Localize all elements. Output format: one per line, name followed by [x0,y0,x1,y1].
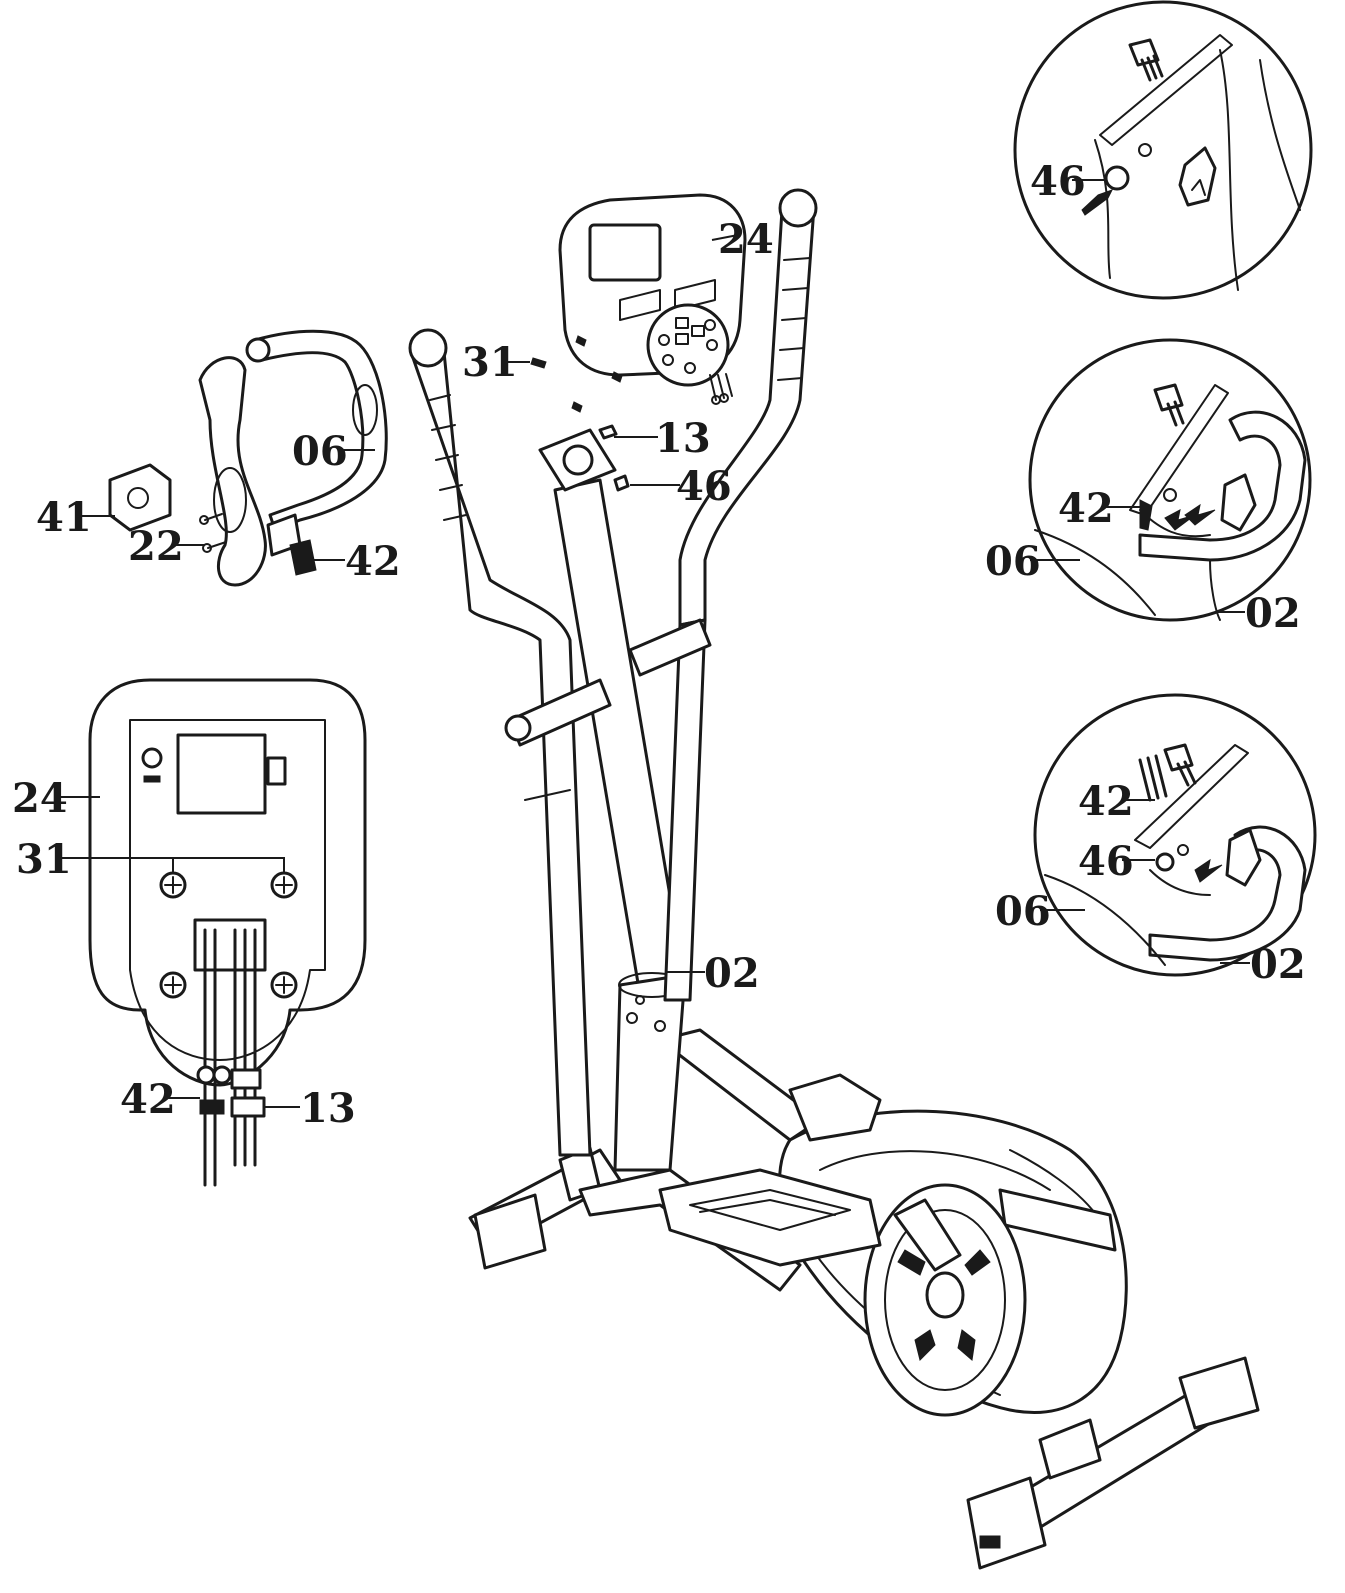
level-adjuster-icon [979,1535,1001,1549]
arrow-icon [1164,509,1196,531]
knob-icon [108,463,172,532]
callout-06: 06 [995,888,1051,935]
arrow-icon [1081,189,1114,216]
callout-46: 46 [1030,158,1086,205]
flywheel-hub [925,1271,965,1319]
callout-06: 06 [985,538,1041,585]
callout-13: 13 [300,1085,356,1132]
leader-lines [55,179,1250,1108]
callout-02: 02 [704,950,760,997]
console-screws [530,335,623,413]
console-back-view [88,678,367,1187]
left-handlebar-arm [408,328,592,1157]
connector-icon [598,424,618,440]
console-display [588,223,662,282]
callout-42: 42 [345,538,401,585]
connector-icon [196,1065,216,1085]
knob-icon [1104,165,1130,191]
callout-24: 24 [12,775,68,822]
callout-42: 42 [120,1076,176,1123]
callout-42: 42 [1058,485,1114,532]
callout-13: 13 [655,415,711,462]
crossbar-upper [628,618,712,677]
callout-02: 02 [1250,941,1306,988]
front-stabilizer [966,1356,1260,1570]
detail-circle-3 [1033,693,1317,977]
right-pedal [788,1073,882,1142]
handlebar-assembly [108,329,388,587]
callout-31: 31 [16,836,72,883]
screw-icon [611,371,623,383]
callout-02: 02 [1245,590,1301,637]
console [558,193,747,405]
left-pedal [658,1168,882,1267]
arrow-icon [1194,858,1223,883]
callout-42: 42 [1078,778,1134,825]
detail-circle-1 [1013,0,1313,300]
crank-arm [893,1198,962,1272]
callout-46: 46 [1078,838,1134,885]
detail-circle-2 [1028,338,1312,622]
flywheel-housing [778,1109,1128,1417]
callout-31: 31 [462,339,518,386]
knob-icon [613,474,630,492]
callout-06: 06 [292,428,348,475]
callout-24: 24 [718,216,774,263]
console-battery-box [176,733,267,815]
elliptical-trainer [408,188,1260,1570]
console-mount-plate [538,428,617,492]
screw-icon [571,401,583,413]
connector-icon [212,1065,232,1085]
arrow-icon [1184,503,1216,526]
screw-icon [530,357,547,369]
knob-icon [1155,852,1175,872]
callout-numbers: 24 31 13 46 02 06 41 22 42 24 31 42 13 4… [12,158,1306,1132]
callout-41: 41 [36,494,92,541]
callout-46: 46 [676,463,732,510]
screw-icon [575,335,587,347]
callout-22: 22 [128,523,184,570]
